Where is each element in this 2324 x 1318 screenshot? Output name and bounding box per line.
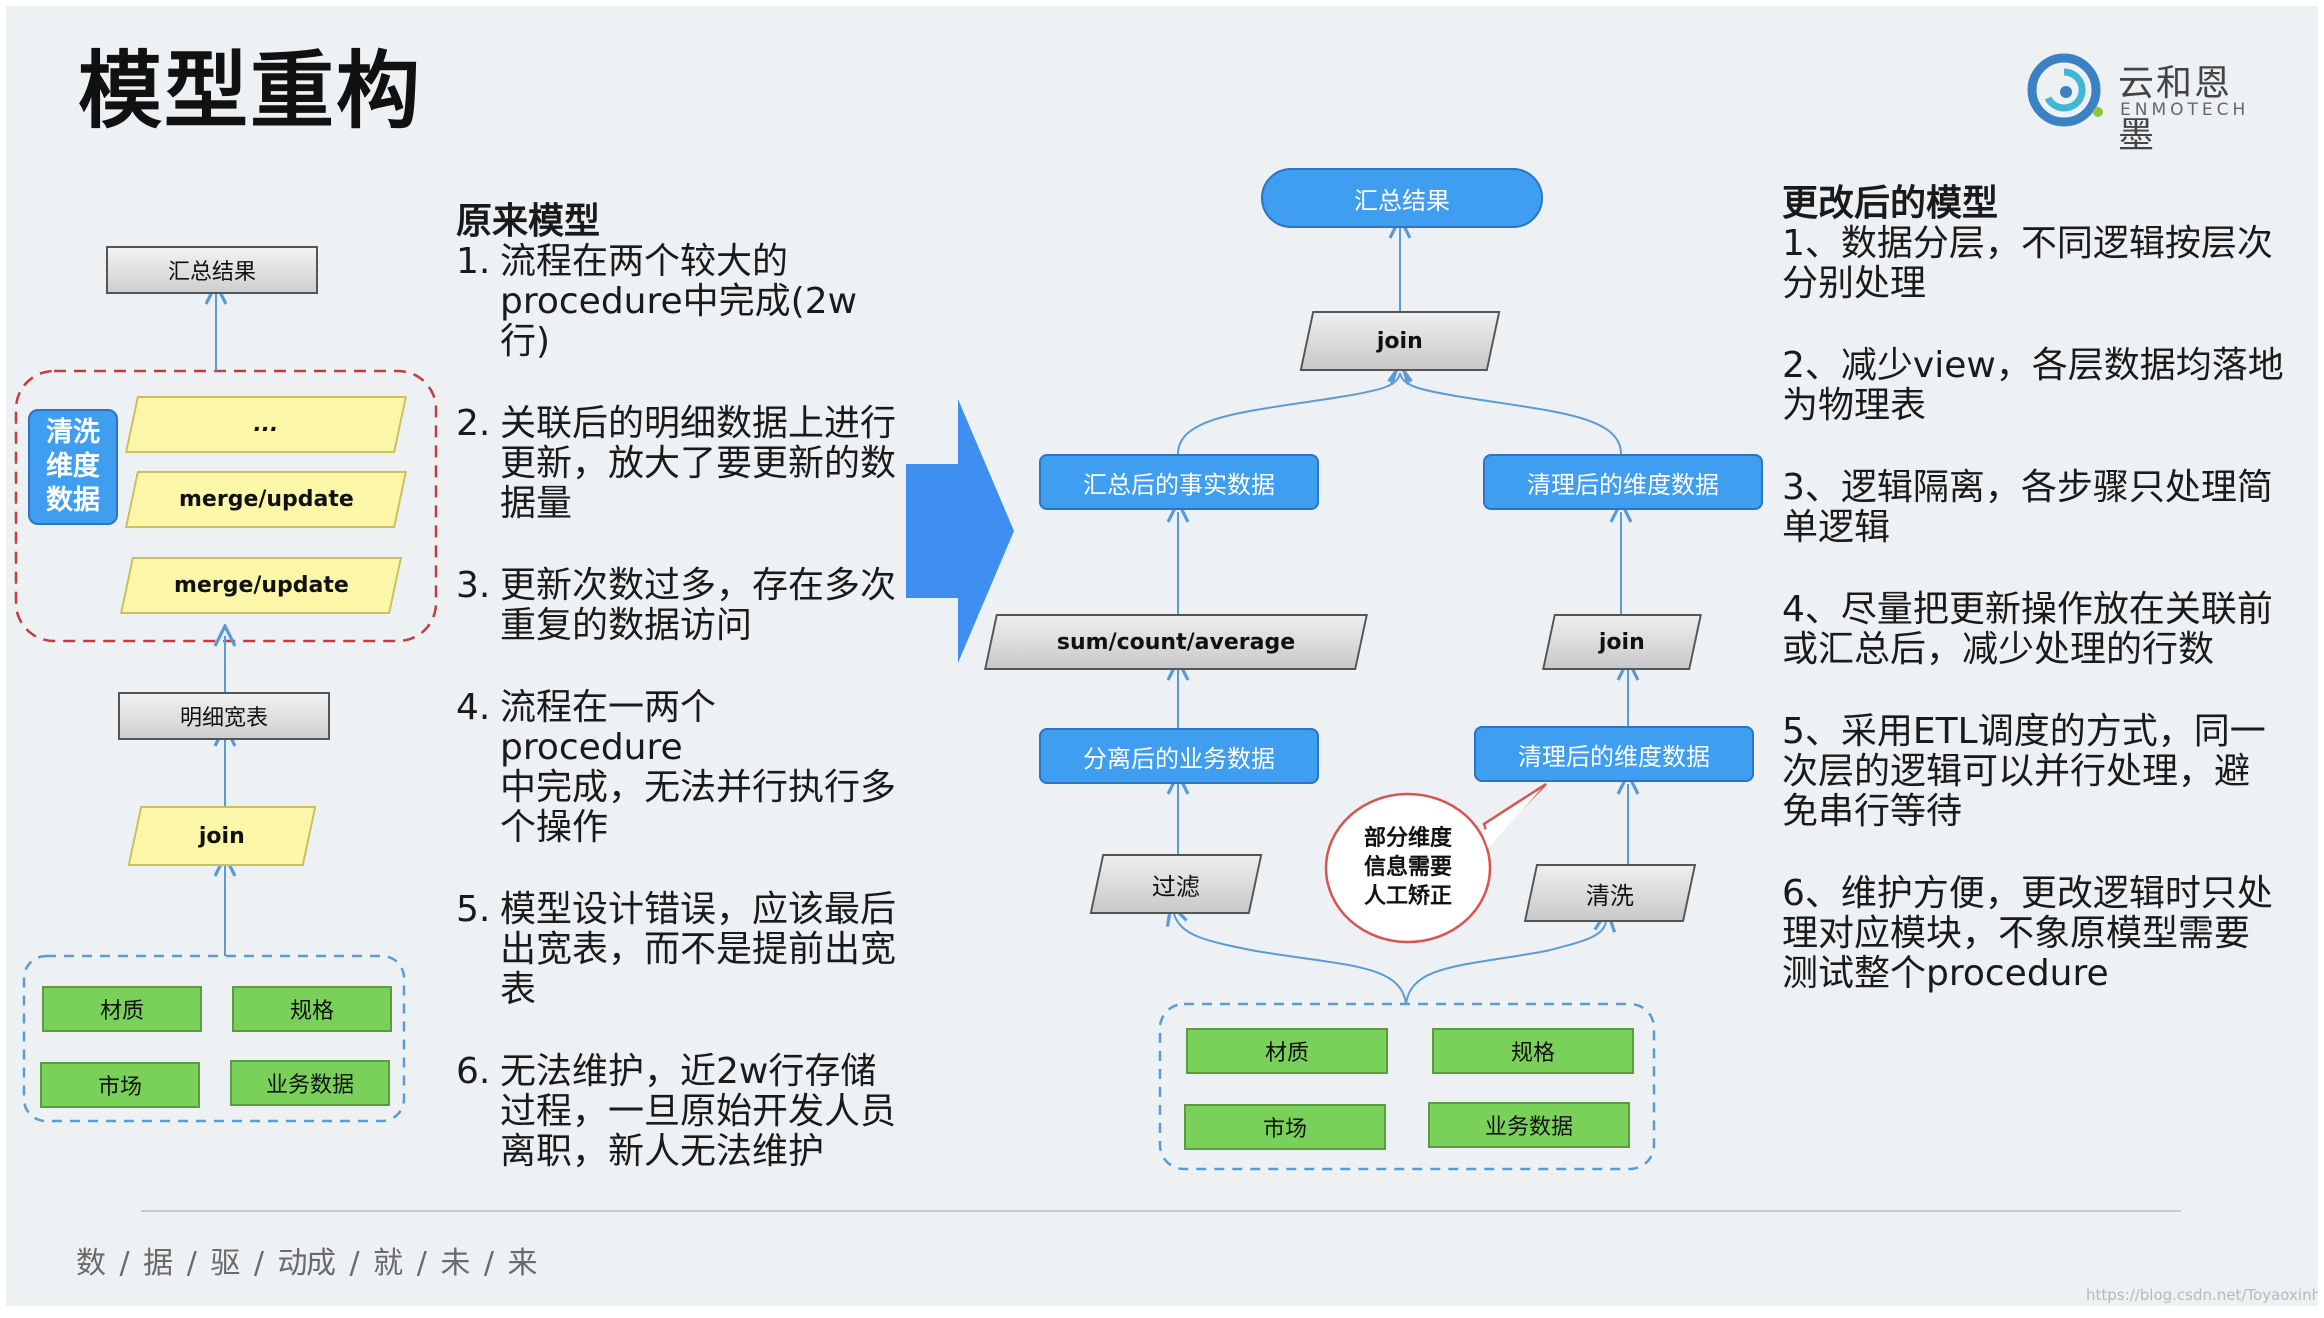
clean-dim-data-mid: 清理后的维度数据 [1474, 726, 1754, 782]
new-top-join-label: join [1377, 328, 1423, 354]
filter-step: 过滤 [1089, 854, 1263, 914]
new-item-line: 或汇总后，减少处理的行数 [1782, 629, 2215, 670]
old-source-market: 市场 [40, 1062, 200, 1108]
logo-name-cn: 云和恩墨 [2118, 63, 2233, 156]
new-source-market: 市场 [1184, 1104, 1386, 1150]
sum-count-average-label: sum/count/average [1056, 629, 1296, 655]
old-item-line: procedure中完成(2w行) [500, 281, 858, 362]
new-item-line: 3、逻辑隔离，各步骤只处理简 [1782, 467, 2273, 508]
sum-count-average: sum/count/average [984, 614, 1368, 670]
new-item-line: 4、尽量把更新操作放在关联前 [1782, 589, 2273, 630]
filter-step-label: 过滤 [1152, 872, 1200, 901]
old-item-line: 表 [500, 969, 537, 1010]
old-step-merge-update-1-label: merge/update [178, 487, 354, 512]
new-source-material: 材质 [1186, 1028, 1388, 1074]
old-model-item: 5. 模型设计错误，应该最后出宽表，而不是提前出宽表 [456, 890, 896, 1010]
old-step-merge-update-2-label: merge/update [173, 573, 349, 598]
new-model-item: 2、减少view，各层数据均落地为物理表 [1782, 346, 2312, 426]
new-source-business-data: 业务数据 [1428, 1102, 1630, 1148]
footer-slogan-right: 成 / 就 / 未 / 来 [306, 1246, 540, 1281]
aggregated-fact-data: 汇总后的事实数据 [1039, 454, 1319, 510]
old-item-line: 过程，一旦原始开发人员 [500, 1091, 897, 1132]
page-title: 模型重构 [78, 42, 423, 140]
old-item-num: 6. [456, 1051, 491, 1092]
new-item-line: 为物理表 [1782, 385, 1927, 426]
logo-icon [2027, 53, 2103, 127]
clean-step-label: 清洗 [1586, 881, 1634, 910]
new-right-join-label: join [1599, 629, 1645, 655]
old-summary-box: 汇总结果 [106, 246, 318, 294]
old-item-line: 更新次数过多，存在多次 [500, 565, 897, 606]
separated-business-data: 分离后的业务数据 [1039, 728, 1319, 784]
old-item-line: 流程在一两个procedure [500, 687, 717, 768]
new-item-line: 2、减少view，各层数据均落地 [1782, 345, 2284, 386]
old-item-num: 3. [456, 565, 491, 606]
new-right-join: join [1542, 614, 1702, 670]
old-join: join [127, 806, 317, 866]
diagram-connectors [14, 6, 2181, 1212]
logo: 云和恩墨 ENMOTECH [2026, 46, 2266, 156]
old-model-item: 6. 无法维护，近2w行存储过程，一旦原始开发人员离职，新人无法维护 [456, 1052, 896, 1172]
new-item-line: 1、数据分层，不同逻辑按层次 [1782, 223, 2273, 264]
new-item-line: 分别处理 [1782, 263, 1927, 304]
new-top-join: join [1299, 311, 1501, 371]
old-item-num: 1. [456, 241, 491, 282]
old-source-business-data: 业务数据 [230, 1060, 390, 1106]
old-source-spec: 规格 [232, 986, 392, 1032]
new-summary-ellipse: 汇总结果 [1261, 168, 1543, 228]
clean-step: 清洗 [1523, 864, 1697, 922]
new-item-line: 次层的逻辑可以并行处理，避 [1782, 751, 2251, 792]
old-item-line: 重复的数据访问 [500, 605, 753, 646]
new-item-line: 理对应模块，不象原模型需要 [1782, 913, 2251, 954]
new-model-item: 3、逻辑隔离，各步骤只处理简单逻辑 [1782, 468, 2312, 548]
old-model-item: 3. 更新次数过多，存在多次重复的数据访问 [456, 566, 896, 646]
old-item-line: 无法维护，近2w行存储 [500, 1051, 877, 1092]
old-item-line: 个操作 [500, 807, 609, 848]
new-model-item: 6、维护方便，更改逻辑时只处理对应模块，不象原模型需要测试整个procedure [1782, 874, 2312, 994]
footer-slogan-left: 数 / 据 / 驱 / 动 [76, 1246, 310, 1281]
old-item-line: 流程在两个较大的 [500, 241, 789, 282]
old-source-material: 材质 [42, 986, 202, 1032]
old-item-line: 更新，放大了要更新的数 [500, 443, 897, 484]
clean-dimension-label: 清洗 维度 数据 [28, 409, 118, 525]
old-item-line: 中完成，无法并行执行多 [500, 767, 897, 808]
new-source-spec: 规格 [1432, 1028, 1634, 1074]
new-item-line: 免串行等待 [1782, 791, 1963, 832]
new-item-line: 单逻辑 [1782, 507, 1891, 548]
old-item-line: 关联后的明细数据上进行 [500, 403, 897, 444]
logo-name-en: ENMOTECH [2120, 100, 2250, 120]
old-item-line: 据量 [500, 483, 573, 524]
old-item-num: 2. [456, 403, 491, 444]
old-item-line: 模型设计错误，应该最后 [500, 889, 897, 930]
old-item-line: 离职，新人无法维护 [500, 1131, 825, 1172]
clean-dim-data-top: 清理后的维度数据 [1483, 454, 1763, 510]
new-item-line: 6、维护方便，更改逻辑时只处 [1782, 873, 2273, 914]
old-step-merge-update-2: merge/update [119, 557, 403, 614]
new-model-heading: 更改后的模型 [1782, 183, 1999, 224]
old-join-label: join [199, 823, 245, 849]
old-item-num: 5. [456, 889, 491, 930]
detail-wide-table: 明细宽表 [118, 692, 330, 740]
manual-correction-callout: 部分维度 信息需要 人工矫正 [1363, 826, 1452, 909]
old-item-line: 出宽表，而不是提前出宽 [500, 929, 897, 970]
new-model-item: 4、尽量把更新操作放在关联前或汇总后，减少处理的行数 [1782, 590, 2312, 670]
old-step-merge-update-1: merge/update [124, 471, 408, 528]
old-model-heading: 原来模型 [456, 201, 601, 242]
new-model-item: 5、采用ETL调度的方式，同一次层的逻辑可以并行处理，避免串行等待 [1782, 712, 2312, 832]
slide: 模型重构 云和恩墨 ENMOTECH [6, 6, 2318, 1306]
watermark-url: https://blog.csdn.net/Toyaoxinhanliu [2086, 1286, 2318, 1304]
new-model-list: 1、数据分层，不同逻辑按层次分别处理 2、减少view，各层数据均落地为物理表 … [1782, 224, 2312, 994]
new-item-line: 测试整个procedure [1782, 953, 2109, 994]
new-model-item: 1、数据分层，不同逻辑按层次分别处理 [1782, 224, 2312, 304]
old-model-item: 2. 关联后的明细数据上进行更新，放大了要更新的数据量 [456, 404, 896, 524]
new-item-line: 5、采用ETL调度的方式，同一 [1782, 711, 2266, 752]
old-item-num: 4. [456, 687, 491, 728]
old-step-ellipsis: ... [124, 396, 408, 453]
